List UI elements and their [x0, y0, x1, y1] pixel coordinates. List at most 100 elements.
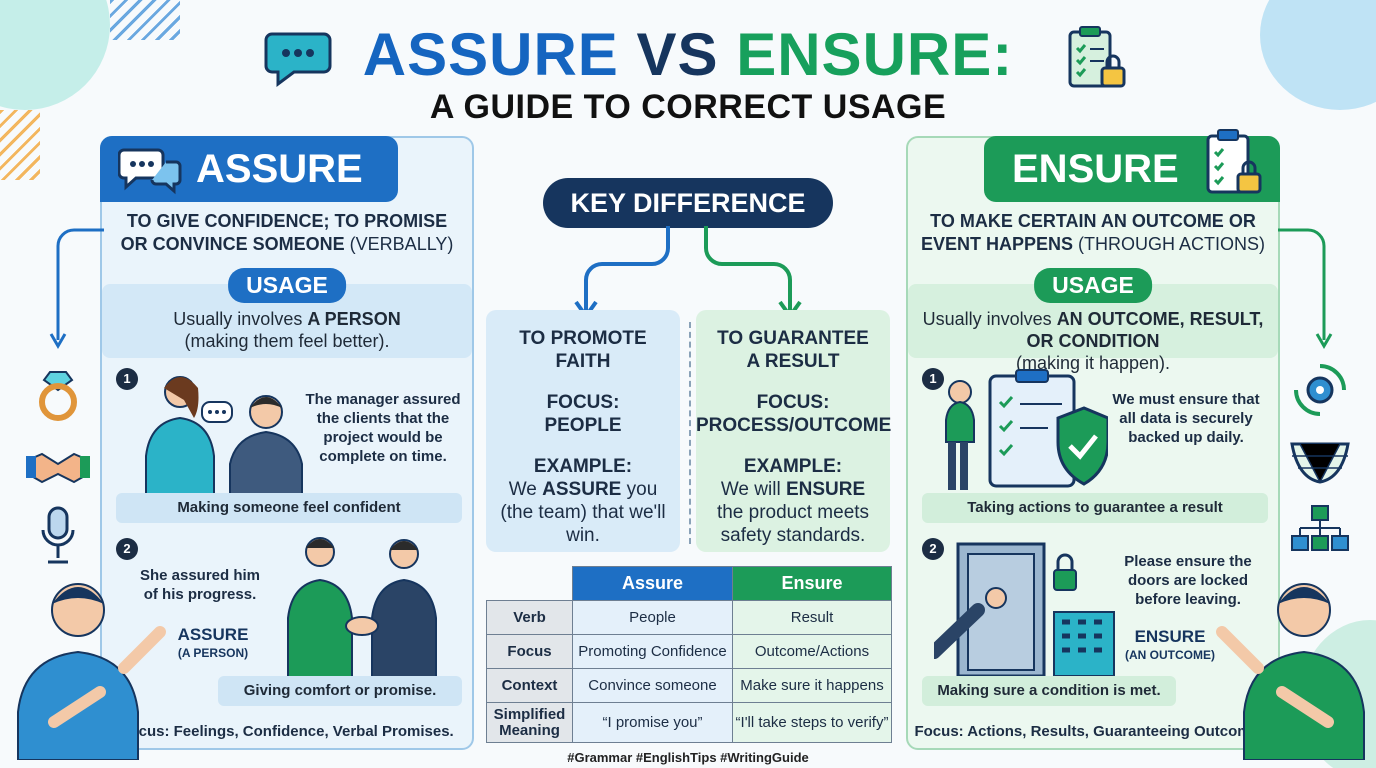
clipboard-lock-icon: [1068, 26, 1126, 88]
assure-example1-text: The manager assured the clients that the…: [305, 391, 461, 465]
ensure-usage-bold: AN OUTCOME, RESULT, OR CONDITION: [1026, 309, 1264, 351]
page-title: ASSURE VS ENSURE:: [0, 18, 1376, 92]
bg-stripes-top: [110, 0, 180, 40]
table-cell-assure: “I promise you”: [572, 702, 733, 743]
table-cell-assure: Convince someone: [572, 668, 733, 703]
ensure-usage-prefix: Usually involves: [922, 309, 1057, 329]
assure-usage-suffix: (making them feel better).: [184, 331, 390, 351]
assure-tag-sub: (A PERSON): [177, 646, 249, 660]
table-row: Context Convince someone Make sure it ha…: [486, 668, 892, 703]
checklist-lock-icon: [1206, 129, 1262, 194]
handshake-icon: [26, 452, 90, 484]
assure-example-pre: We: [508, 479, 543, 500]
ensure-heading-text: ENSURE: [1012, 146, 1179, 191]
table-header-assure: Assure: [572, 566, 733, 601]
chat-bubbles-icon: [118, 148, 182, 195]
assure-usage-bold: A PERSON: [307, 309, 401, 329]
ensure-usage-suffix: (making it happen).: [1015, 353, 1171, 373]
assure-key-heading: TO PROMOTE FAITH: [519, 328, 647, 372]
table-row: Simplified Meaning “I promise you” “I'll…: [486, 702, 892, 743]
page-subtitle: A GUIDE TO CORRECT USAGE: [429, 88, 947, 126]
center-divider: [689, 322, 691, 544]
assure-usage-label: USAGE: [228, 268, 346, 303]
ensure-tag-sub: (AN OUTCOME): [1125, 648, 1215, 662]
assure-usage-prefix: Usually involves: [173, 309, 308, 329]
assure-focus-note: Focus: Feelings, Confidence, Verbal Prom…: [120, 723, 454, 740]
assure-example2-number: 2: [116, 538, 138, 560]
ensure-example1-text: We must ensure that all data is securely…: [1112, 391, 1260, 446]
flow-arrow-left: [49, 228, 104, 349]
ensure-focus-label: FOCUS:: [756, 392, 830, 413]
ensure-example-bold: ENSURE: [785, 479, 866, 500]
flowchart-icon: [1291, 505, 1349, 551]
ensure-tag-text: ENSURE: [1134, 627, 1206, 646]
safety-net-icon: [1290, 442, 1350, 484]
ensure-example-sentence: We will ENSURE the product meets safety …: [696, 478, 890, 547]
presenter-man-illustration: [17, 583, 166, 760]
ensure-example2-caption: Making sure a condition is met.: [922, 676, 1176, 706]
bg-stripes-left: [0, 110, 40, 180]
checklist-shield-illustration: [945, 369, 1108, 490]
presenter-man-green-illustration: [1216, 583, 1365, 760]
assure-example2-text: She assured him of his progress.: [139, 567, 261, 603]
table-cell-ensure: Make sure it happens: [732, 668, 892, 703]
ensure-example-pre: We will: [720, 479, 786, 500]
assure-example-label: EXAMPLE:: [533, 456, 633, 477]
title-assure: ASSURE: [362, 21, 619, 88]
handshake-illustration: [287, 537, 437, 678]
ensure-usage-label: USAGE: [1034, 268, 1152, 303]
table-row-label: Context: [486, 668, 573, 703]
table-cell-ensure: Result: [732, 600, 892, 635]
assure-example2-tag: ASSURE (A PERSON): [168, 626, 258, 662]
microphone-icon: [41, 506, 75, 564]
ensure-focus-note: Focus: Actions, Results, Guaranteeing Ou…: [914, 723, 1272, 740]
assure-example-bold: ASSURE: [542, 479, 622, 500]
hashtags: #Grammar #EnglishTips #WritingGuide: [567, 750, 809, 765]
flow-arrow-right: [1278, 228, 1333, 349]
assure-definition-text: TO GIVE CONFIDENCE; TO PROMISE OR CONVIN…: [120, 211, 448, 254]
assure-example-post: you (the team) that we'll win.: [500, 479, 666, 546]
table-row-label: Verb: [486, 600, 573, 635]
table-cell-assure: People: [572, 600, 733, 635]
title-ensure: ENSURE:: [736, 21, 1014, 88]
table-row-label: Focus: [486, 634, 573, 669]
table-cell-ensure: Outcome/Actions: [732, 634, 892, 669]
table-header-ensure: Ensure: [732, 566, 892, 601]
ensure-key-card: TO GUARANTEE A RESULT FOCUS: PROCESS/OUT…: [696, 310, 892, 552]
assure-panel: ASSURE TO GIVE CONFIDENCE; TO PROMISE OR…: [100, 136, 474, 750]
ensure-example2-tag: ENSURE (AN OUTCOME): [1120, 628, 1220, 664]
ensure-example2-number: 2: [922, 538, 944, 560]
ensure-focus-value: PROCESS/OUTCOME: [696, 415, 892, 436]
ensure-definition: TO MAKE CERTAIN AN OUTCOME OR EVENT HAPP…: [920, 210, 1266, 256]
comparison-table: Assure Ensure Verb People Result Focus P…: [486, 566, 892, 743]
title-vs: VS: [636, 21, 719, 88]
key-difference-label: KEY DIFFERENCE: [543, 178, 833, 228]
assure-definition-paren: (VERBALLY): [349, 234, 454, 254]
ensure-definition-text: TO MAKE CERTAIN AN OUTCOME OR EVENT HAPP…: [920, 211, 1256, 254]
assure-example-sentence: We ASSURE you (the team) that we'll win.: [486, 478, 680, 547]
table-row: Focus Promoting Confidence Outcome/Actio…: [486, 634, 892, 669]
assure-example2-caption: Giving comfort or promise.: [218, 676, 462, 706]
assure-definition: TO GIVE CONFIDENCE; TO PROMISE OR CONVIN…: [114, 210, 460, 256]
ensure-example1-number: 1: [922, 368, 944, 390]
assure-example1-caption: Making someone feel confident: [116, 493, 462, 523]
ensure-example2-text: Please ensure the doors are locked befor…: [1124, 553, 1252, 608]
table-cell-assure: Promoting Confidence: [572, 634, 733, 669]
assure-example1-number: 1: [116, 368, 138, 390]
table-row-label: Simplified Meaning: [486, 702, 573, 743]
table-corner: [487, 567, 573, 601]
table-row: Verb People Result: [486, 600, 892, 635]
assure-tag-text: ASSURE: [177, 625, 249, 644]
key-difference-arrows: [574, 226, 802, 320]
gear-cycle-icon: [1294, 364, 1346, 416]
ensure-definition-paren: (THROUGH ACTIONS): [1078, 234, 1266, 254]
assure-focus-label: FOCUS:: [546, 392, 620, 413]
ring-icon: [39, 371, 77, 421]
people-talking-illustration: [145, 376, 303, 494]
table-cell-ensure: “I'll take steps to verify”: [732, 702, 892, 743]
assure-key-card: TO PROMOTE FAITH FOCUS: PEOPLE EXAMPLE: …: [486, 310, 680, 552]
door-lock-illustration: [934, 542, 1115, 678]
ensure-key-heading: TO GUARANTEE A RESULT: [717, 328, 869, 372]
ensure-example-label: EXAMPLE:: [743, 456, 843, 477]
assure-focus-value: PEOPLE: [544, 415, 622, 436]
